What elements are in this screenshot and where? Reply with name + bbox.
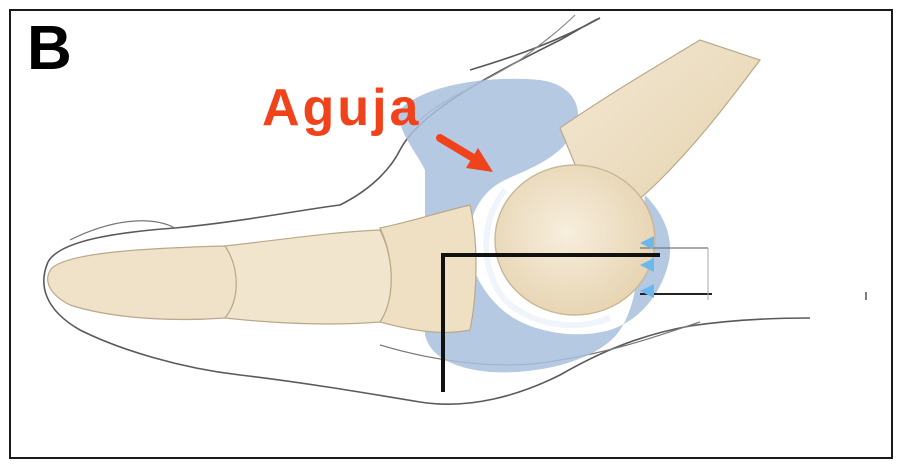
proximal-phalanx [380,205,476,332]
distal-phalanx [48,246,237,319]
panel-letter: B [27,18,72,80]
needle-label: Aguja [262,82,421,134]
skin-outline-top [70,221,175,240]
middle-phalanx [225,230,391,324]
metatarsal-head [495,165,655,315]
